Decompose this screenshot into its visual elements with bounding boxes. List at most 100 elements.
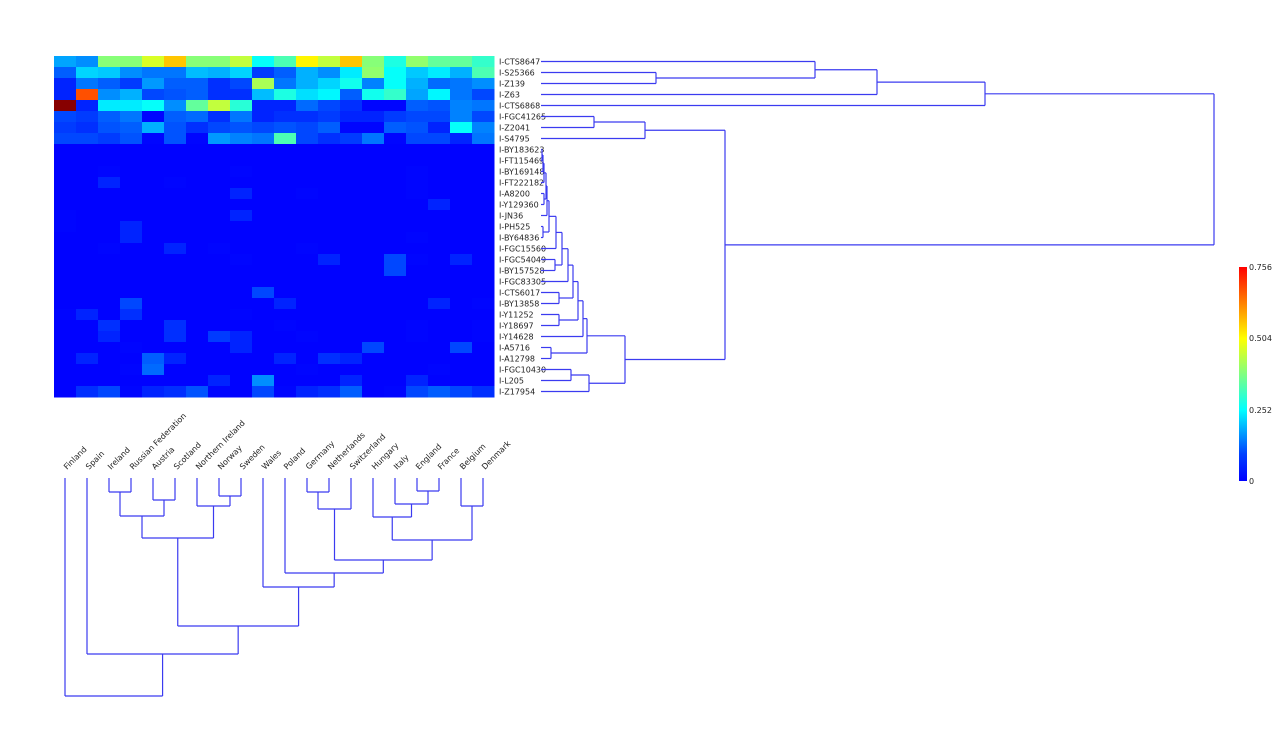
- heatmap-cell: [164, 100, 187, 112]
- heatmap-cell: [428, 166, 451, 178]
- heatmap-cell: [362, 100, 385, 112]
- heatmap-cells: [54, 56, 495, 398]
- heatmap-cell: [120, 199, 143, 211]
- heatmap-cell: [186, 111, 209, 123]
- heatmap-cell: [252, 243, 275, 255]
- heatmap-cell: [76, 243, 99, 255]
- heatmap-cell: [450, 100, 473, 112]
- heatmap-cell: [340, 298, 363, 310]
- heatmap-cell: [252, 353, 275, 365]
- heatmap-cell: [472, 122, 495, 134]
- heatmap-cell: [186, 364, 209, 376]
- heatmap-cell: [472, 276, 495, 288]
- heatmap-cell: [54, 122, 77, 134]
- heatmap-cell: [142, 243, 165, 255]
- heatmap-cell: [472, 320, 495, 332]
- heatmap-cell: [318, 353, 341, 365]
- heatmap-cell: [54, 199, 77, 211]
- heatmap-cell: [472, 331, 495, 343]
- heatmap-cell: [252, 177, 275, 189]
- heatmap-cell: [98, 342, 121, 354]
- heatmap-cell: [208, 166, 231, 178]
- heatmap-cell: [340, 276, 363, 288]
- heatmap-cell: [472, 67, 495, 79]
- heatmap-cell: [428, 67, 451, 79]
- heatmap-cell: [406, 166, 429, 178]
- heatmap-cell: [428, 254, 451, 266]
- heatmap-cell: [252, 166, 275, 178]
- heatmap-cell: [208, 155, 231, 167]
- heatmap-cell: [76, 199, 99, 211]
- heatmap-cell: [318, 320, 341, 332]
- heatmap-cell: [120, 386, 143, 398]
- heatmap-cell: [186, 320, 209, 332]
- column-label: Poland: [282, 446, 307, 471]
- heatmap-cell: [384, 155, 407, 167]
- heatmap-cell: [186, 78, 209, 90]
- heatmap-cell: [186, 177, 209, 189]
- heatmap-cell: [274, 254, 297, 266]
- heatmap-cell: [472, 232, 495, 244]
- heatmap-cell: [472, 100, 495, 112]
- heatmap-cell: [186, 265, 209, 277]
- heatmap-cell: [406, 276, 429, 288]
- heatmap-cell: [296, 265, 319, 277]
- heatmap-cell: [98, 144, 121, 156]
- heatmap-cell: [384, 386, 407, 398]
- row-label: I-A12798: [499, 355, 535, 364]
- heatmap-cell: [362, 353, 385, 365]
- heatmap-cell: [340, 78, 363, 90]
- heatmap-cell: [120, 177, 143, 189]
- heatmap-cell: [252, 309, 275, 321]
- heatmap-cell: [384, 144, 407, 156]
- heatmap-cell: [120, 210, 143, 222]
- heatmap-cell: [274, 177, 297, 189]
- heatmap-cell: [384, 254, 407, 266]
- row-label: I-PH525: [499, 223, 530, 232]
- heatmap-cell: [186, 243, 209, 255]
- heatmap-cell: [450, 133, 473, 145]
- heatmap-cell: [428, 144, 451, 156]
- heatmap-cell: [318, 232, 341, 244]
- heatmap-cell: [318, 276, 341, 288]
- heatmap-cell: [472, 298, 495, 310]
- heatmap-cell: [428, 188, 451, 200]
- heatmap-cell: [142, 276, 165, 288]
- heatmap-cell: [142, 221, 165, 233]
- heatmap-cell: [340, 144, 363, 156]
- heatmap-cell: [472, 78, 495, 90]
- heatmap-cell: [76, 375, 99, 387]
- heatmap-cell: [362, 144, 385, 156]
- heatmap-cell: [296, 144, 319, 156]
- heatmap-cell: [340, 122, 363, 134]
- heatmap-cell: [120, 353, 143, 365]
- heatmap-cell: [318, 221, 341, 233]
- heatmap-cell: [362, 89, 385, 101]
- heatmap-cell: [318, 188, 341, 200]
- heatmap-cell: [362, 177, 385, 189]
- heatmap-cell: [362, 342, 385, 354]
- heatmap-cell: [208, 276, 231, 288]
- heatmap-cell: [362, 111, 385, 123]
- heatmap-cell: [54, 111, 77, 123]
- heatmap-cell: [252, 210, 275, 222]
- heatmap-cell: [142, 89, 165, 101]
- heatmap-cell: [450, 320, 473, 332]
- heatmap-cell: [340, 386, 363, 398]
- heatmap-cell: [54, 353, 77, 365]
- heatmap-cell: [98, 254, 121, 266]
- heatmap-cell: [230, 144, 253, 156]
- heatmap-cell: [428, 111, 451, 123]
- heatmap-cell: [428, 177, 451, 189]
- heatmap-cell: [54, 331, 77, 343]
- heatmap-cell: [450, 89, 473, 101]
- heatmap-cell: [428, 78, 451, 90]
- heatmap-cell: [296, 276, 319, 288]
- heatmap-cell: [406, 133, 429, 145]
- row-label: I-Y129360: [499, 201, 539, 210]
- heatmap-cell: [186, 188, 209, 200]
- heatmap-cell: [362, 210, 385, 222]
- heatmap-cell: [296, 111, 319, 123]
- row-label: I-BY64836: [499, 234, 539, 243]
- heatmap-cell: [142, 265, 165, 277]
